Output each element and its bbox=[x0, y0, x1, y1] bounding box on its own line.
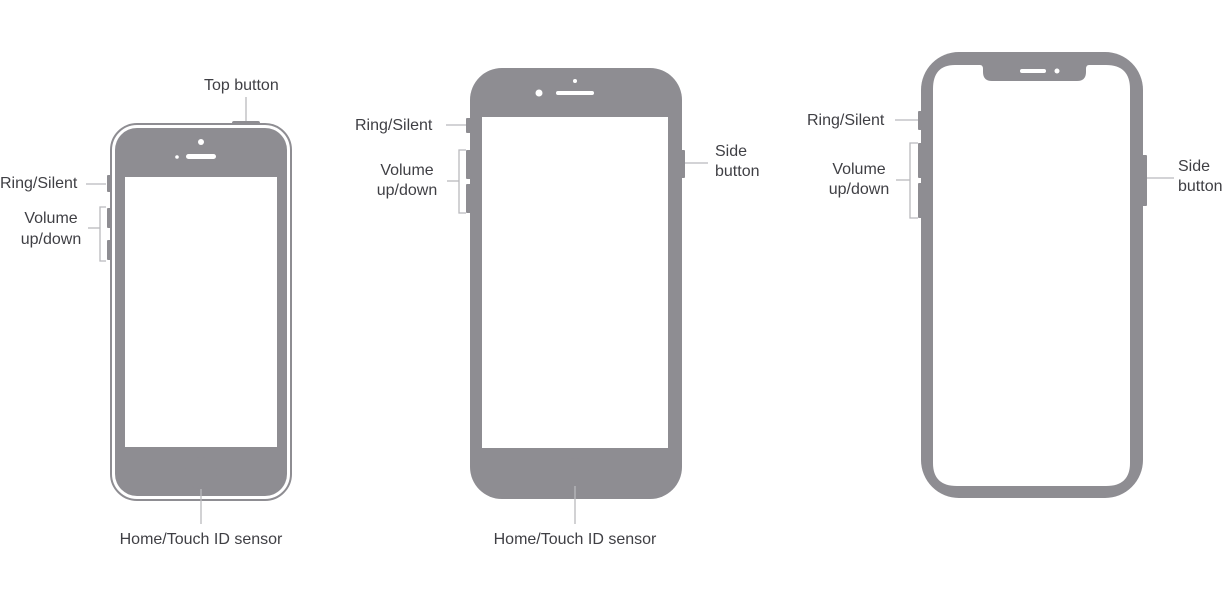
iphone-se-device bbox=[107, 121, 292, 501]
sensor-dot bbox=[175, 155, 179, 159]
iphone-8-device bbox=[466, 68, 685, 499]
earpiece-speaker bbox=[556, 91, 594, 95]
label-ring-silent: Ring/Silent bbox=[355, 117, 433, 134]
label-volume-line2: up/down bbox=[20, 231, 82, 248]
label-ring-silent: Ring/Silent bbox=[807, 112, 885, 129]
label-side-line2: button bbox=[715, 163, 760, 180]
home-button bbox=[561, 458, 589, 486]
label-volume-line2: up/down bbox=[828, 181, 890, 198]
label-side-line1: Side bbox=[1178, 158, 1211, 175]
sensor-dot bbox=[573, 79, 577, 83]
leader-lines bbox=[86, 97, 1174, 524]
label-side-line1: Side bbox=[715, 143, 748, 160]
label-volume-line1: Volume bbox=[24, 210, 78, 227]
leader-volume bbox=[458, 149, 466, 214]
label-home-touch-id: Home/Touch ID sensor bbox=[119, 531, 283, 548]
leader-volume bbox=[909, 142, 918, 219]
front-camera bbox=[198, 139, 204, 145]
label-side-line2: button bbox=[1178, 178, 1223, 195]
screen bbox=[933, 65, 1130, 486]
front-camera bbox=[1054, 68, 1060, 74]
screen bbox=[125, 177, 277, 447]
label-volume-line1: Volume bbox=[380, 162, 434, 179]
leader-volume bbox=[99, 206, 106, 262]
label-ring-silent: Ring/Silent bbox=[0, 175, 78, 192]
label-top-button: Top button bbox=[204, 77, 279, 94]
home-button bbox=[185, 457, 217, 489]
label-volume-line2: up/down bbox=[376, 182, 438, 199]
iphone-x-device bbox=[918, 52, 1147, 498]
earpiece-speaker bbox=[1020, 69, 1046, 73]
label-volume-line1: Volume bbox=[832, 161, 886, 178]
front-camera bbox=[535, 89, 543, 97]
label-home-touch-id: Home/Touch ID sensor bbox=[493, 531, 657, 548]
screen bbox=[482, 117, 668, 448]
earpiece-speaker bbox=[186, 154, 216, 159]
